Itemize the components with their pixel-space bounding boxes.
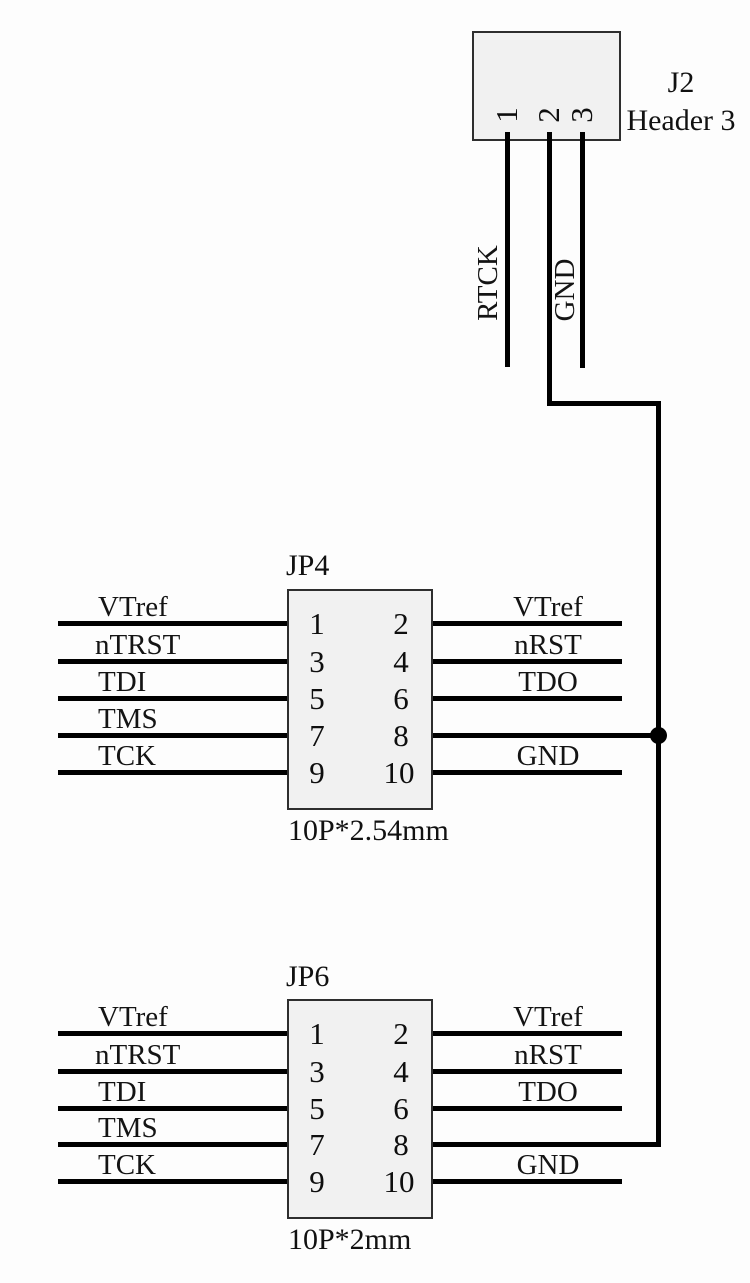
- jp4-wire-gnd: [433, 770, 622, 775]
- signal-label-nrst: nRST: [514, 1039, 582, 1071]
- jp4-connector-body: [287, 589, 433, 810]
- j2-pin-number-2: 2: [531, 107, 566, 123]
- jp6-pin-3: 3: [309, 1054, 325, 1089]
- jp6-wire-tms: [58, 1142, 287, 1147]
- signal-label-tck: TCK: [98, 1149, 156, 1181]
- jp6-pin-2: 2: [393, 1016, 409, 1051]
- signal-label-tdo: TDO: [518, 1076, 578, 1108]
- signal-label-gnd-right: GND: [516, 740, 580, 772]
- signal-label-ntrst: nTRST: [95, 629, 181, 661]
- jp6-wire-vtref-right: [433, 1031, 622, 1036]
- signal-label-gnd-right: GND: [516, 1149, 580, 1181]
- signal-label-tdi: TDI: [98, 666, 147, 698]
- signal-label-tdi: TDI: [98, 1076, 147, 1108]
- jp4-pin-8: 8: [393, 718, 409, 753]
- signal-label-vtref: VTref: [98, 1001, 168, 1033]
- jp6-title: JP6: [286, 960, 330, 993]
- jp4-footprint-label: 10P*2.54mm: [288, 814, 449, 847]
- jp6-pin-8: 8: [393, 1127, 409, 1162]
- jp6-pin-1: 1: [309, 1016, 325, 1051]
- signal-label-ntrst: nTRST: [95, 1039, 181, 1071]
- j2-refdes: J2: [667, 66, 695, 99]
- j2-pin3-wire-gnd: [580, 132, 585, 368]
- jp6-pin-4: 4: [393, 1054, 409, 1089]
- jp4-pin-6: 6: [393, 681, 409, 716]
- jp6-wire-gnd: [433, 1179, 622, 1184]
- net-wire-bend-horizontal: [547, 401, 661, 406]
- jp4-wire-tms: [58, 733, 287, 738]
- jp6-wire-tdi: [58, 1106, 287, 1111]
- jp6-pin-7: 7: [309, 1127, 325, 1162]
- jp4-wire-pin8-gnd-net: [433, 733, 661, 738]
- jp4-wire-ntrst: [58, 659, 287, 664]
- jp6-wire-ntrst: [58, 1069, 287, 1074]
- j2-pin1-wire-rtck: [505, 132, 510, 367]
- signal-label-tck: TCK: [98, 740, 156, 772]
- j2-type-label: Header 3: [626, 104, 736, 137]
- j2-pin-number-1: 1: [489, 107, 524, 123]
- jp4-title: JP4: [286, 549, 330, 582]
- j2-pin-number-3: 3: [564, 107, 599, 123]
- jp4-pin-3: 3: [309, 644, 325, 679]
- jp4-pin-5: 5: [309, 681, 325, 716]
- jp4-pin-9: 9: [309, 755, 325, 790]
- signal-label-vtref-right: VTref: [513, 1001, 583, 1033]
- j2-designator-block: J2 Header 3: [612, 64, 750, 140]
- jp4-pin-2: 2: [393, 606, 409, 641]
- jp4-wire-tck: [58, 770, 287, 775]
- jp4-pin-10: 10: [383, 755, 415, 790]
- jp4-pin-7: 7: [309, 718, 325, 753]
- jp6-pin-10: 10: [383, 1164, 415, 1199]
- jp6-wire-tck: [58, 1179, 287, 1184]
- jp4-wire-tdi: [58, 696, 287, 701]
- jp6-wire-vtref-left: [58, 1031, 287, 1036]
- jp4-wire-vtref-right: [433, 621, 622, 626]
- signal-label-nrst: nRST: [514, 629, 582, 661]
- signal-label-tms: TMS: [98, 703, 158, 735]
- signal-label-tdo: TDO: [518, 666, 578, 698]
- jp6-pin-9: 9: [309, 1164, 325, 1199]
- jp4-wire-nrst: [433, 659, 622, 664]
- signal-label-vtref-right: VTref: [513, 591, 583, 623]
- jp6-connector-body: [287, 999, 433, 1219]
- signal-label-tms: TMS: [98, 1112, 158, 1144]
- net-wire-vertical: [656, 401, 661, 1147]
- jp6-pin-5: 5: [309, 1091, 325, 1126]
- j2-pin2-wire: [547, 132, 552, 406]
- jp6-wire-tdo: [433, 1106, 622, 1111]
- jp6-wire-nrst: [433, 1069, 622, 1074]
- rtck-signal-label: RTCK: [472, 245, 504, 321]
- signal-label-vtref: VTref: [98, 591, 168, 623]
- jp4-pin-4: 4: [393, 644, 409, 679]
- jp4-wire-tdo: [433, 696, 622, 701]
- gnd-signal-label-j2: GND: [549, 258, 581, 322]
- j2-connector-body: [472, 31, 621, 141]
- jp4-wire-vtref-left: [58, 621, 287, 626]
- jp6-wire-pin8-gnd-net: [433, 1142, 661, 1147]
- jp6-footprint-label: 10P*2mm: [288, 1223, 412, 1256]
- jp6-pin-6: 6: [393, 1091, 409, 1126]
- jp4-pin-1: 1: [309, 606, 325, 641]
